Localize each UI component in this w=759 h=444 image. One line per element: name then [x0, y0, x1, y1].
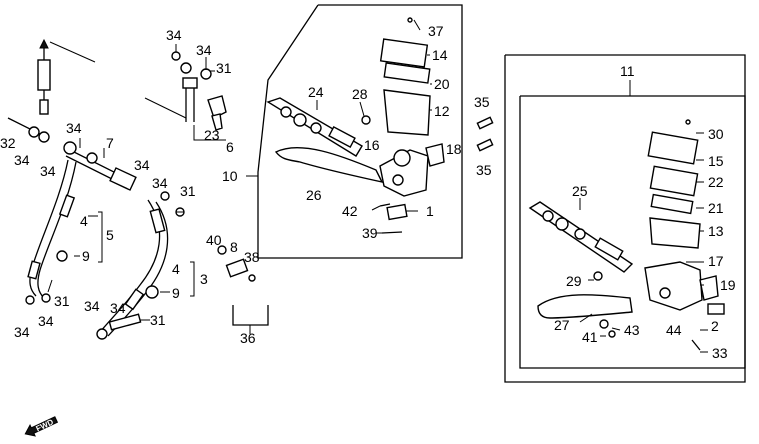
callout-34: 34	[14, 152, 30, 168]
callout-43: 43	[624, 322, 640, 338]
callout-12: 12	[434, 103, 450, 119]
callout-31: 31	[180, 183, 196, 199]
callout-34: 34	[40, 163, 56, 179]
callout-6: 6	[226, 139, 234, 155]
callout-34: 34	[110, 300, 126, 316]
piston-set-24	[266, 97, 363, 157]
callout-16: 16	[364, 137, 380, 153]
callout-40: 40	[206, 232, 222, 248]
fwd-arrow: FWD	[24, 416, 59, 437]
callout-25: 25	[572, 183, 588, 199]
callout-17: 17	[708, 253, 724, 269]
group-frame-11-inner	[519, 80, 746, 369]
callout-8: 8	[230, 239, 238, 255]
callout-34: 34	[166, 27, 182, 43]
callout-35: 35	[476, 162, 492, 178]
callout-11: 11	[620, 63, 635, 79]
callout-34: 34	[196, 42, 212, 58]
callout-34: 34	[84, 298, 100, 314]
callout-1: 1	[426, 203, 434, 219]
callout-32: 32	[0, 135, 16, 151]
group-frame-10	[246, 4, 463, 259]
callout-14: 14	[432, 47, 448, 63]
group-frame-11-outer	[504, 54, 746, 383]
callouts: 1 2 3 4 4 5 6 7 8 9 9 10 11 12 13 14 15 …	[0, 23, 736, 361]
leader-lines	[47, 19, 708, 353]
brake-hose-right	[99, 199, 169, 337]
callout-26: 26	[306, 187, 322, 203]
banjo-bolt-32	[7, 117, 50, 143]
callout-34: 34	[14, 324, 30, 340]
brake-cable-top	[37, 38, 96, 115]
callout-34: 34	[66, 120, 82, 136]
callout-9: 9	[82, 248, 90, 264]
callout-20: 20	[434, 76, 450, 92]
callout-27: 27	[554, 317, 570, 333]
piston-set-25	[528, 201, 634, 273]
callout-39: 39	[362, 225, 378, 241]
brake-hose-left	[27, 159, 77, 299]
callout-21: 21	[708, 200, 724, 216]
group-frame-36	[232, 305, 269, 334]
callout-35: 35	[474, 94, 490, 110]
callout-29: 29	[566, 273, 582, 289]
fwd-label: FWD	[34, 417, 55, 433]
callout-10: 10	[222, 168, 238, 184]
callout-31: 31	[150, 312, 166, 328]
master-cylinder-11	[644, 119, 725, 351]
master-cylinder-10	[361, 17, 445, 234]
brake-pipe-7	[63, 141, 137, 191]
callout-4: 4	[172, 261, 180, 277]
switch-wire-6	[144, 51, 226, 141]
callout-18: 18	[446, 141, 462, 157]
callout-5: 5	[106, 227, 114, 243]
callout-4: 4	[80, 213, 88, 229]
bolts-35	[476, 116, 494, 152]
callout-19: 19	[720, 277, 736, 293]
callout-41: 41	[582, 329, 598, 345]
callout-34: 34	[152, 175, 168, 191]
washers-misc	[25, 191, 256, 340]
callout-13: 13	[708, 223, 724, 239]
callout-44: 44	[666, 322, 682, 338]
brake-lever-26	[274, 146, 384, 183]
callout-33: 33	[712, 345, 728, 361]
callout-23: 23	[204, 127, 220, 143]
callout-9: 9	[172, 285, 180, 301]
callout-3: 3	[200, 271, 208, 287]
callout-36: 36	[240, 330, 256, 346]
brake-lever-27	[537, 271, 633, 338]
callout-38: 38	[244, 249, 260, 265]
callout-42: 42	[342, 203, 358, 219]
callout-37: 37	[428, 23, 444, 39]
callout-24: 24	[308, 84, 324, 100]
callout-28: 28	[352, 86, 368, 102]
switch-23	[207, 95, 227, 131]
callout-2: 2	[711, 318, 719, 334]
callout-34: 34	[38, 313, 54, 329]
callout-31: 31	[216, 60, 232, 76]
callout-7: 7	[106, 135, 114, 151]
callout-15: 15	[708, 153, 724, 169]
callout-30: 30	[708, 126, 724, 142]
callout-34: 34	[134, 157, 150, 173]
callout-31: 31	[54, 293, 70, 309]
callout-22: 22	[708, 174, 724, 190]
